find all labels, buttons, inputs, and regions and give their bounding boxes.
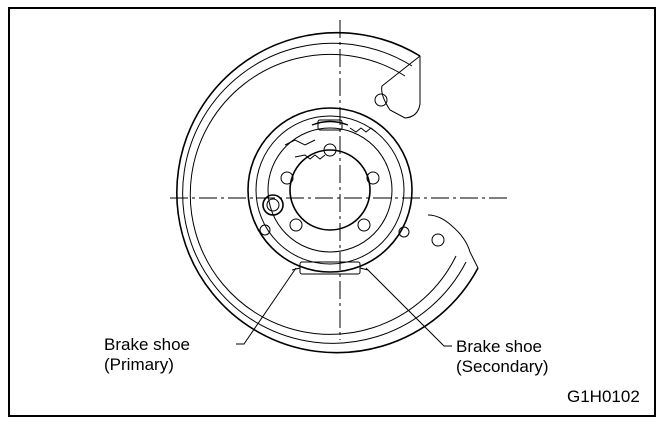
upper-spring-left [294, 154, 326, 160]
hold-down-pin-right [398, 226, 410, 238]
bolt-hole [357, 218, 371, 232]
figure-code: G1H0102 [567, 387, 640, 406]
bolt-hole [366, 171, 380, 185]
wheel-cylinder [317, 119, 343, 131]
bolt-hole [289, 218, 303, 232]
spring-link [284, 139, 316, 146]
lower-mount-ear [427, 214, 479, 269]
hub-plate [267, 127, 393, 253]
primary-shoe-label: Brake shoe (Primary) [104, 335, 190, 375]
anchor-link [359, 267, 369, 271]
adjuster-knob [262, 194, 284, 216]
secondary-shoe-label-line2: (Secondary) [456, 357, 549, 376]
upper-mount-ear [381, 55, 421, 119]
backing-plate-inner-rim [189, 53, 457, 335]
hub-center [289, 149, 371, 231]
primary-leader-line [236, 267, 297, 345]
backing-plate-outer-edge [176, 31, 479, 354]
upper-mount-hole [374, 93, 388, 107]
wheel-cylinder-top [311, 120, 349, 126]
shoe-ring-inner [255, 115, 405, 265]
secondary-leader-line [365, 267, 452, 347]
primary-shoe-label-line2: (Primary) [104, 355, 174, 374]
secondary-shoe-label-line1: Brake shoe [456, 337, 542, 356]
shoe-ring-outer [247, 107, 413, 273]
primary-shoe-label-line1: Brake shoe [104, 335, 190, 354]
adjuster-knob-inner [266, 198, 280, 212]
bolt-hole [280, 171, 294, 185]
lower-mount-hole [431, 233, 445, 247]
anchor-link [291, 267, 301, 271]
upper-spring-right [349, 127, 377, 133]
figure-frame [8, 7, 656, 417]
secondary-shoe-label: Brake shoe (Secondary) [456, 337, 549, 377]
bolt-hole [323, 143, 337, 157]
hold-down-pin-left [259, 224, 271, 236]
backing-plate-rim [182, 42, 467, 344]
